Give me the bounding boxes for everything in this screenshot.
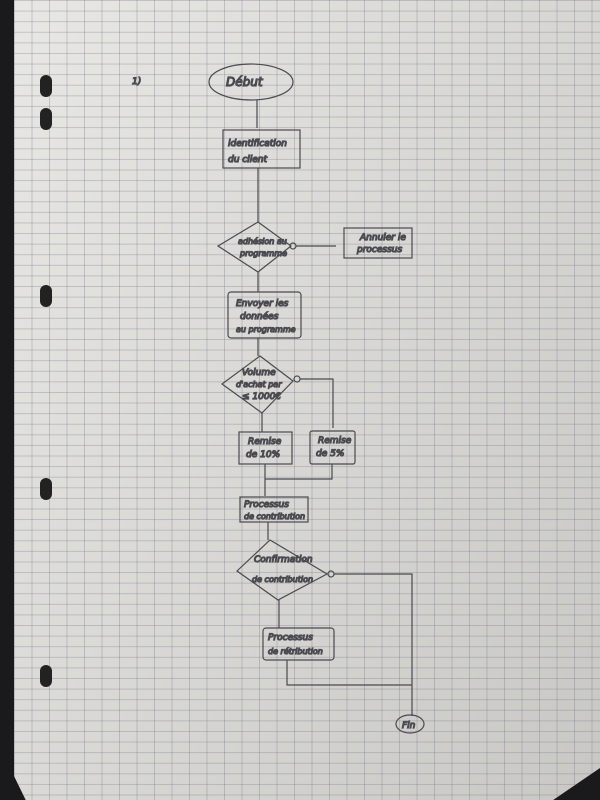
svg-text:de contribution: de contribution <box>244 512 305 521</box>
binder-hole <box>40 108 52 130</box>
svg-text:au programme: au programme <box>236 325 296 334</box>
svg-text:Envoyer les: Envoyer les <box>236 299 289 309</box>
svg-text:de 5%: de 5% <box>316 449 344 459</box>
svg-text:programme: programme <box>239 249 287 258</box>
connector <box>334 573 413 716</box>
svg-text:Remise: Remise <box>248 437 282 447</box>
node-retribution: Processus de rétribution <box>262 627 335 661</box>
svg-text:Début: Début <box>226 75 264 89</box>
node-identification: identification du client <box>222 129 301 169</box>
binder-hole <box>40 665 52 687</box>
node-send-data: Envoyer les données au programme <box>227 291 302 339</box>
svg-text:de contribution: de contribution <box>252 575 313 584</box>
binder-hole <box>40 478 52 500</box>
svg-text:d'achat par: d'achat par <box>236 380 282 389</box>
node-adhesion-decision: adhésion au programme <box>216 221 292 273</box>
graph-paper <box>14 0 600 800</box>
svg-text:identification: identification <box>228 139 287 149</box>
node-start: Début <box>208 63 294 101</box>
binder-hole <box>40 75 52 97</box>
node-discount-5: Remise de 5% <box>309 430 356 465</box>
connector <box>286 660 412 686</box>
node-discount-10: Remise de 10% <box>238 431 293 465</box>
binder-hole <box>40 285 52 307</box>
svg-text:Fin: Fin <box>402 721 416 731</box>
svg-text:Annuler le: Annuler le <box>359 233 406 243</box>
svg-text:Processus: Processus <box>268 633 313 643</box>
connector <box>300 378 334 428</box>
svg-text:adhésion au: adhésion au <box>238 236 287 246</box>
svg-text:de 10%: de 10% <box>246 450 280 460</box>
svg-text:processus: processus <box>356 245 402 255</box>
section-label: 1) <box>132 77 141 87</box>
svg-text:Processus: Processus <box>244 500 289 510</box>
node-end: Fin <box>395 714 425 734</box>
svg-text:du client: du client <box>228 155 267 165</box>
svg-text:≤ 1000€: ≤ 1000€ <box>242 392 281 402</box>
node-cancel: Annuler le processus <box>343 227 413 259</box>
node-volume-decision: Volume d'achat par ≤ 1000€ <box>220 355 294 414</box>
connector <box>264 464 333 496</box>
svg-text:Confirmation: Confirmation <box>254 555 313 565</box>
svg-text:données: données <box>240 311 279 322</box>
svg-text:Remise: Remise <box>318 436 352 446</box>
node-confirm-decision: Confirmation de contribution <box>236 539 329 601</box>
node-contribution: Processus de contribution <box>239 496 309 523</box>
svg-text:Volume: Volume <box>242 368 276 378</box>
svg-text:de rétribution: de rétribution <box>268 646 323 656</box>
